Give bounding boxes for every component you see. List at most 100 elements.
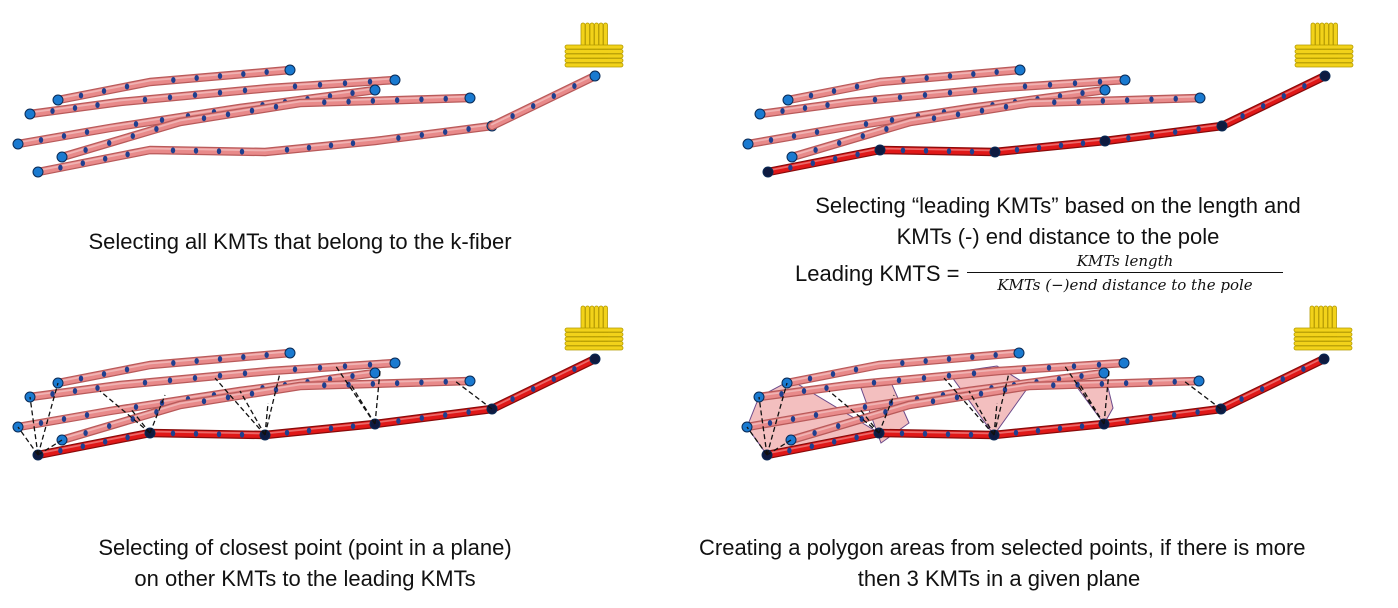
kmt-segment-dot [101,371,107,377]
panel-bottom-left: Selecting of closest point (point in a p… [0,300,699,608]
leading-kmt-tube [35,356,598,458]
pole-icon [1294,22,1354,68]
kmt-end-point [1098,367,1110,379]
kmt-segment-dot [419,415,424,421]
kmt-segment-dot [860,133,865,139]
pole-icon [1293,305,1353,351]
connector-line [37,439,63,456]
kmt-segment-dot [38,137,44,143]
kmt-segment-dot [1173,129,1178,135]
caption-line: on other KMTs to the leading KMTs [134,566,476,591]
kmt-segment-dot [790,416,796,422]
kmt-segment-dot [802,105,808,111]
kmt-segment-dot [1240,113,1245,119]
kmt-end-point [369,367,381,379]
kmt-segment-dot [239,431,245,438]
kmt-segment-dot [95,385,100,391]
connector-line [993,372,1010,436]
kmt-segment-dot [1046,364,1052,371]
kmt-segment-dot [264,352,269,358]
leading-kmts-formula: Leading KMTS = KMTs length KMTs (−)end d… [795,250,1295,300]
leading-kmt-point [1216,120,1228,132]
kmt-end-point [1194,92,1206,104]
kmt-segment-dot [167,377,173,384]
kfiber-diagram-top-left [12,22,624,178]
fraction-bar [967,272,1283,273]
formula-lhs: Leading KMTS = [795,261,960,286]
pole-rod [1293,336,1353,342]
connector-line [746,426,768,456]
kmt-end-point [1099,84,1111,96]
kmt-segment-dot [1148,415,1153,421]
kmt-end-point [1119,74,1131,86]
pole-rod [1293,345,1353,351]
kmt-segment-dot [551,93,556,99]
kmt-segment-dot [900,147,906,154]
kmt-segment-dot [1051,382,1056,389]
kmt-segment-dot [342,363,348,370]
kmt-segment-dot [836,423,841,429]
kmt-segment-dot [572,366,577,372]
kmt-segment-dot [551,376,556,382]
leading-kmt-tube-highlight [767,73,1326,172]
kmt-segment-dot [853,366,859,373]
kmt-segment-dot [367,361,373,368]
kmt-segment-dot [1013,429,1019,436]
kmt-segment-dot [1281,93,1286,99]
kmt-segment-dot [394,380,400,387]
kmt-segment-dot [72,105,78,111]
formula-numerator: KMTs length [1076,252,1174,270]
kmt-segment-dot [193,147,199,154]
kmt-segment-dot [1079,373,1084,379]
leading-kmt-point [589,353,601,365]
kmt-end-point [389,74,401,86]
kmt-segment-dot [284,429,290,436]
kmt-segment-dot [1302,83,1307,89]
kmt-segment-dot [192,92,198,98]
kmt-end-point [24,108,36,120]
kmt-segment-dot [103,438,108,445]
leading-kmt-point [1099,135,1111,147]
kmt-segment-dot [78,375,84,382]
kmt-segment-dot [419,379,424,386]
caption-bottom-left: Selecting of closest point (point in a p… [15,532,595,594]
leading-kmt-tube [765,73,1328,175]
kmt-segment-dot [83,430,88,436]
pole-rod [1294,49,1354,54]
kmt-segment-dot [61,416,67,422]
kmt-segment-dot [159,117,165,123]
kmt-segment-dot [350,140,356,147]
kmt-segment-dot [327,376,333,382]
kmt-segment-dot [1260,386,1265,392]
kmt-segment-dot [830,371,836,377]
leading-kmt-tube-highlight [37,356,596,455]
connector-line [993,402,998,436]
caption-line: KMTs (-) end distance to the pole [896,224,1220,249]
formula-denominator: KMTs (−)end distance to the pole [997,276,1253,294]
kmt-segment-dot [1058,142,1064,149]
kmt-segment-dot [994,69,999,75]
kmt-segment-dot [130,416,135,422]
pole-rod [564,336,624,342]
kmt-end-point [1013,347,1025,359]
kmt-segment-dot [510,113,515,119]
kmt-segment-dot [273,386,279,393]
connector-line [214,377,266,436]
kmt-segment-dot [978,390,984,397]
kmt-segment-dot [923,147,929,154]
kmt-segment-dot [884,126,889,132]
kmt-segment-dot [897,94,903,101]
connector-line [374,370,381,425]
kmt-segment-dot [80,160,86,167]
kmt-end-point [1014,64,1026,76]
kmt-segment-dot [946,356,952,362]
kmt-segment-dot [350,423,356,430]
kmt-segment-dot [1100,97,1106,104]
kmt-segment-dot [1021,366,1027,373]
connector-line [37,382,59,456]
leading-kmt-point [1319,70,1331,82]
kmt-segment-dot [171,77,176,83]
kmt-segment-dot [194,75,199,81]
kmt-segment-dot [83,147,88,153]
connector-line [264,372,281,436]
